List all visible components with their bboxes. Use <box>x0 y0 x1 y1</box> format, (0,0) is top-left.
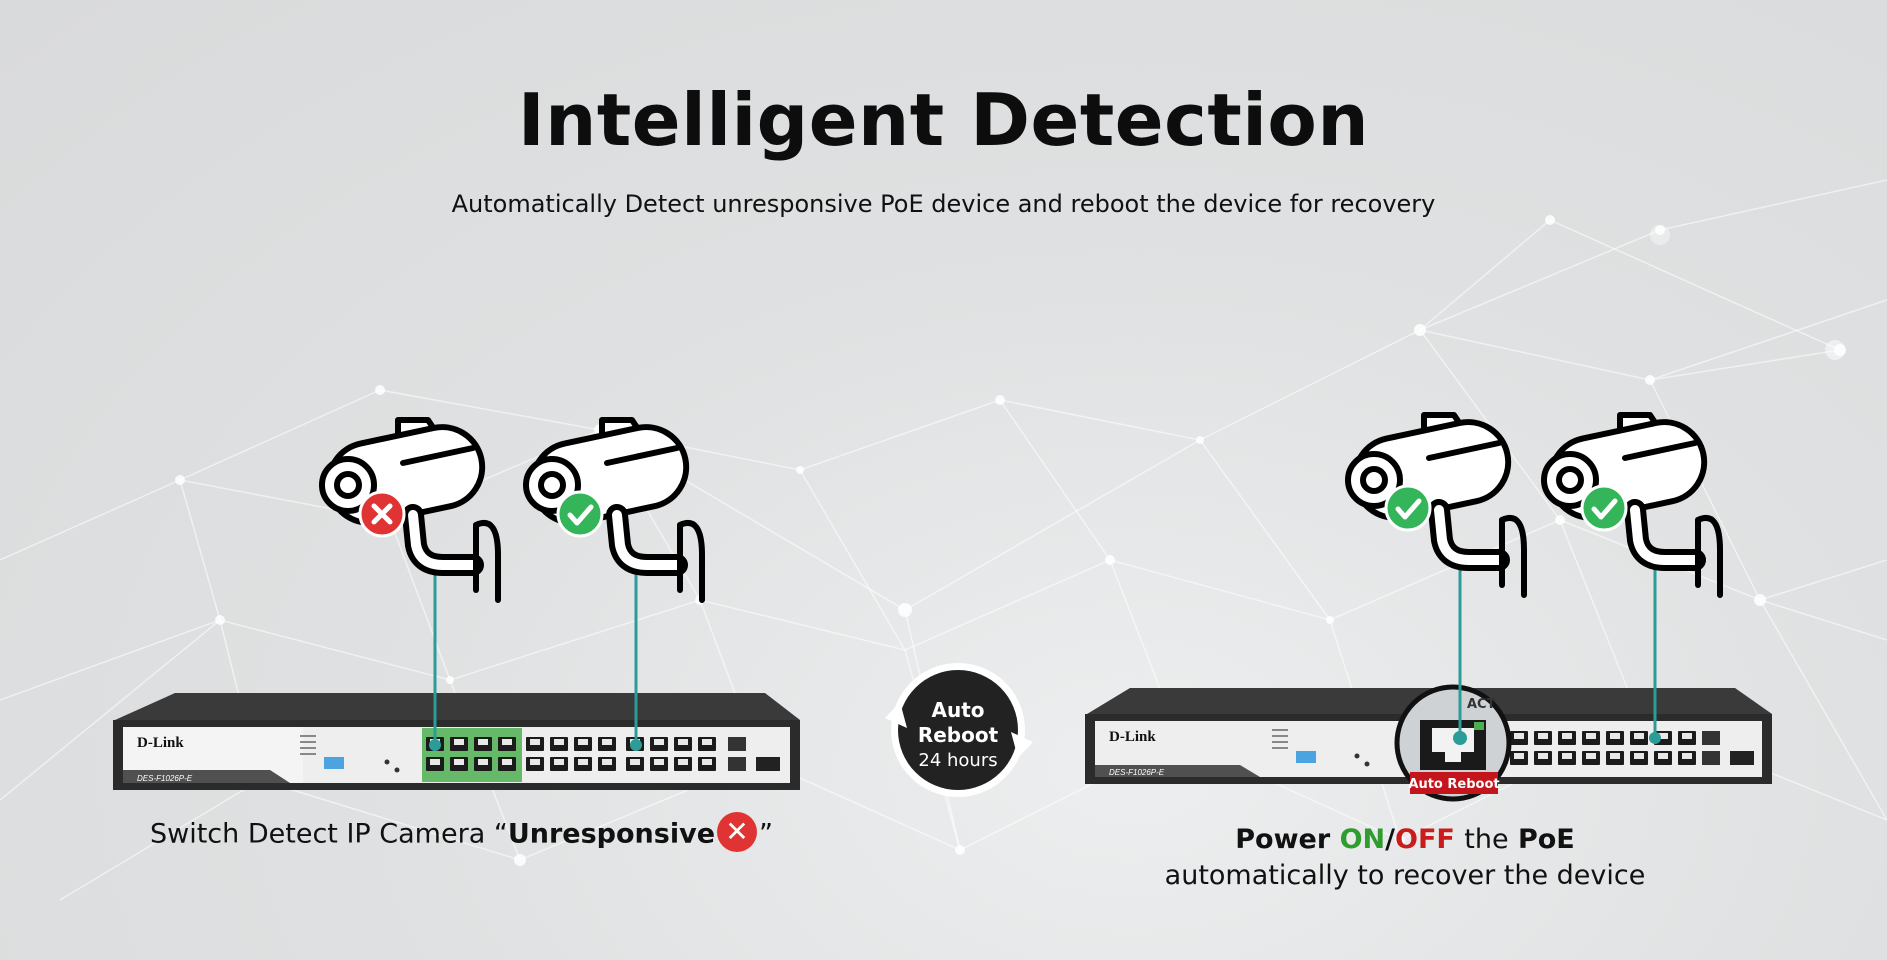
refresh-arrow-icon <box>1011 732 1033 758</box>
caption-right-line1: Power ON/OFF the PoE <box>1100 822 1710 858</box>
error-icon: ✕ <box>717 812 758 852</box>
auto-reboot-line3: 24 hours <box>918 750 997 771</box>
auto-reboot-line1: Auto <box>931 698 984 722</box>
caption-right-line2: automatically to recover the device <box>1164 860 1646 891</box>
caption-left-text: Switch Detect IP Camera “ <box>150 818 508 850</box>
error-icon <box>360 492 404 536</box>
left-switch: D-Link DES-F1026P-E <box>113 693 800 790</box>
caption-slash: / <box>1385 824 1395 855</box>
right-switch: D-Link DES-F1026P-E ACT Auto Reboot <box>1085 684 1772 802</box>
check-icon <box>558 492 602 536</box>
auto-reboot-tag-label: Auto Reboot <box>1408 777 1499 792</box>
refresh-arrow-icon <box>885 702 907 728</box>
right-switch-model: DES-F1026P-E <box>1109 768 1165 777</box>
auto-reboot-line2: Reboot <box>918 723 999 747</box>
auto-reboot-badge: Auto Reboot 24 hours <box>885 663 1033 797</box>
left-switch-brand: D-Link <box>137 735 184 751</box>
right-switch-brand: D-Link <box>1109 729 1156 745</box>
caption-left: Switch Detect IP Camera “Unresponsive✕” <box>150 812 773 852</box>
page-subtitle: Automatically Detect unresponsive PoE de… <box>451 190 1436 218</box>
camera-icon <box>1347 415 1524 595</box>
caption-left-emphasis: Unresponsive <box>507 818 716 850</box>
check-icon <box>1582 486 1626 530</box>
caption-off: OFF <box>1395 824 1455 855</box>
left-switch-model: DES-F1026P-E <box>137 774 193 783</box>
caption-right: Power ON/OFF the PoE automatically to re… <box>1100 822 1710 894</box>
auto-reboot-tag <box>1410 772 1498 794</box>
caption-poe: PoE <box>1517 824 1575 855</box>
caption-power: Power <box>1235 824 1331 855</box>
check-icon <box>1386 486 1430 530</box>
caption-the: the <box>1464 824 1509 855</box>
act-label: ACT <box>1467 697 1496 712</box>
camera-icon <box>1543 415 1720 595</box>
caption-left-close: ” <box>759 818 774 850</box>
page-title: Intelligent Detection <box>517 78 1370 162</box>
caption-on: ON <box>1339 824 1386 855</box>
camera-icon <box>525 420 702 600</box>
camera-icon <box>321 420 498 600</box>
